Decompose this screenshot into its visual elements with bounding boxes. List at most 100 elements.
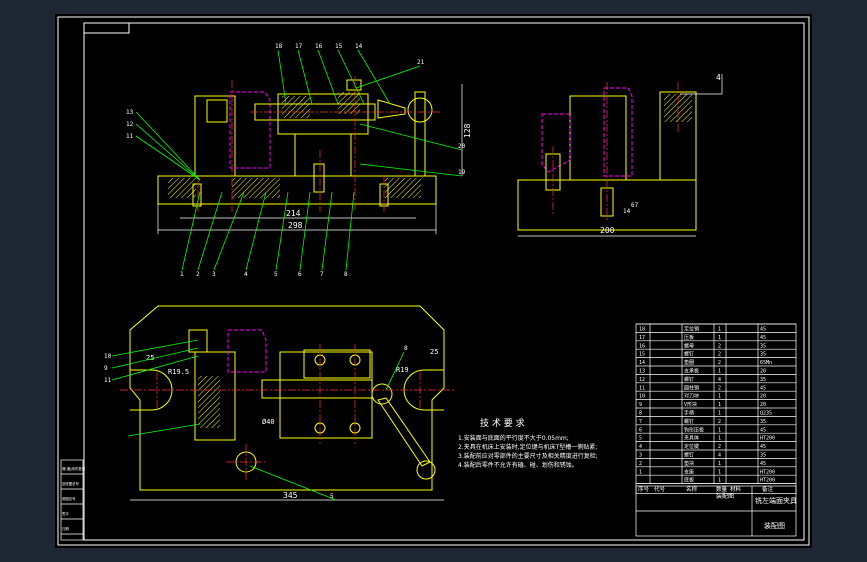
- bom-header-cell: 数量: [716, 485, 728, 493]
- front-clamp-column: [294, 133, 352, 177]
- stamp-frame: [60, 459, 84, 541]
- bom-cell-name: 手柄: [684, 410, 694, 417]
- bom-cell-qty: 1: [718, 469, 721, 475]
- bom-cell-mat: HT200: [760, 436, 775, 442]
- front-hatch-base-right: [385, 178, 421, 198]
- sheet-outer-border: [57, 16, 810, 546]
- front-hatch-clamp: [282, 96, 310, 118]
- plan-clamp-top: [303, 349, 371, 379]
- plan-slot-left: [130, 369, 173, 411]
- bom-cell-no: 5: [639, 436, 642, 442]
- front-callout-top-21: 21: [417, 59, 425, 66]
- bom-cell-name: 垫块: [684, 460, 694, 467]
- bom-cell-name: 定位销: [684, 326, 699, 333]
- bom-cell-no: 11: [639, 385, 645, 391]
- bom-cell-mat: 35: [760, 377, 766, 383]
- bom-cell-no: 12: [639, 377, 645, 383]
- bom-cell-mat: 45: [760, 427, 766, 433]
- bom-cell-mat: 45: [760, 327, 766, 333]
- title-block: 铣左端面夹具 装配图 装配图: [635, 485, 797, 537]
- bom-cell-mat: 35: [760, 453, 766, 459]
- side-workpiece-hidden: [541, 113, 571, 173]
- plan-body-outline: [129, 305, 445, 491]
- front-leader-bottom-6: [299, 191, 311, 271]
- bom-cell-qty: 2: [718, 343, 721, 349]
- bom-cell-mat: 20: [760, 402, 766, 408]
- front-hatch-nut: [338, 92, 360, 114]
- bom-cell-mat: Q235: [760, 411, 772, 417]
- side-dim-small-b: 67: [631, 202, 639, 209]
- bom-cell-qty: 4: [718, 377, 721, 383]
- plan-leader-left-10: [111, 339, 199, 357]
- front-leader-bottom-5: [275, 191, 289, 271]
- bom-cell-mat: 20: [760, 394, 766, 400]
- bom-cell-mat: 65Mn: [760, 360, 772, 366]
- front-callout-bottom-1: 1: [180, 271, 184, 278]
- plan-callout-left-11: 11: [104, 377, 112, 384]
- front-callout-right-19: 19: [458, 169, 466, 176]
- front-left-support: [194, 95, 236, 177]
- side-workpiece-hidden-2: [603, 87, 633, 177]
- bom-cell-qty: 2: [718, 385, 721, 391]
- front-leader-bottom-8: [345, 191, 355, 271]
- bom-cell-name: 垫圈: [684, 359, 694, 366]
- bom-cell-name: 螺钉: [684, 376, 694, 383]
- stamp-cell: 旧底图总号: [62, 481, 80, 486]
- bom-cell-qty: 1: [718, 402, 721, 408]
- front-hatch-base-left: [168, 178, 196, 198]
- drawing-type-left: 装配图: [716, 492, 734, 500]
- front-leader-top-15: [337, 49, 365, 105]
- front-dim-overall-text: 298: [288, 221, 303, 230]
- front-bolt-mid: [313, 163, 325, 193]
- bom-cell-no: 17: [639, 335, 645, 341]
- bom-cell-qty: 2: [718, 444, 721, 450]
- bom-cell-name: 螺钉: [684, 351, 694, 358]
- tech-note-1: 1.安装面与底面的平行度不大于0.05mm;: [458, 434, 569, 442]
- plan-view: 345 R19.5 R19 25 25 Ø40: [120, 305, 456, 501]
- bom-cell-no: 16: [639, 343, 645, 349]
- bom-cell-name: 对刀块: [684, 393, 699, 400]
- bom-cell-qty: 1: [718, 436, 721, 442]
- front-dim-inner-text: 214: [286, 209, 301, 218]
- tech-note-2: 2.夹具在机床上安装时,定位键与机床T型槽一侧贴紧;: [458, 443, 597, 451]
- bom-cell-name: 底板: [684, 477, 694, 484]
- bom-cell-name: 夹具体: [684, 435, 699, 442]
- bom-cell-mat: HT200: [760, 469, 775, 475]
- side-dim-width-text: 200: [600, 226, 615, 235]
- plan-leader-bottom: [249, 465, 337, 501]
- front-leader-right-20: [359, 123, 463, 151]
- front-callout-bottom-4: 4: [244, 271, 248, 278]
- front-callout-bottom-8: 8: [344, 271, 348, 278]
- bom-cell-qty: 1: [718, 411, 721, 417]
- bom-cell-qty: 2: [718, 352, 721, 358]
- front-leader-left-13: [135, 111, 201, 181]
- bom-cell-qty: 1: [718, 461, 721, 467]
- front-leader-bottom-1: [181, 191, 201, 271]
- bom-cell-no: 7: [639, 419, 642, 425]
- front-leader-top-17: [297, 49, 313, 105]
- bom-header-cell: 材料: [730, 485, 742, 493]
- plan-callout-left-9: 9: [104, 365, 108, 372]
- drawing-name: 铣左端面夹具: [755, 496, 797, 505]
- front-callout-top-16: 16: [315, 43, 323, 50]
- bom-cell-mat: 45: [760, 335, 766, 341]
- bom-cell-name: 钩形压板: [684, 426, 704, 433]
- front-leader-top-18: [277, 49, 287, 105]
- front-callout-top-17: 17: [295, 43, 303, 50]
- front-leader-top-16: [317, 49, 339, 105]
- bom-cell-no: 10: [639, 394, 645, 400]
- plan-leader-left-11: [111, 355, 199, 381]
- bom-cell-no: 13: [639, 369, 645, 375]
- bom-cell-name: V形块: [684, 401, 697, 408]
- bom-cell-qty: 2: [718, 360, 721, 366]
- bom-cell-no: 15: [639, 352, 645, 358]
- front-nut-top: [346, 79, 362, 91]
- bom-cell-mat: 45: [760, 461, 766, 467]
- plan-callout-left-10: 10: [104, 353, 112, 360]
- bom-cell-name: 螺母: [684, 342, 694, 349]
- front-callout-bottom-5: 5: [274, 271, 278, 278]
- front-leader-left-12: [135, 123, 201, 181]
- bom-cell-mat: 45: [760, 444, 766, 450]
- plan-screw-rod: [261, 379, 373, 399]
